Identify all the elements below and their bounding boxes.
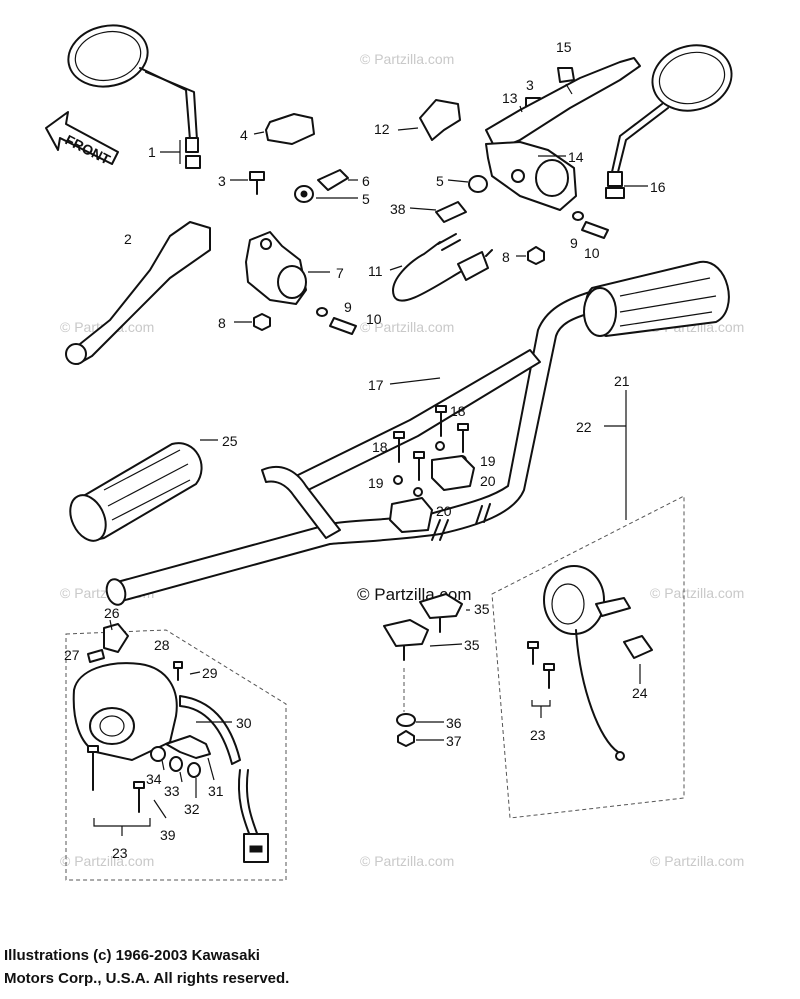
washer-part <box>572 211 584 221</box>
switch-wire <box>392 233 493 302</box>
right-switch-assembly <box>491 495 685 819</box>
callout-label: 24 <box>632 685 648 701</box>
callout-label: 31 <box>208 783 224 799</box>
callout-label: 32 <box>184 801 200 817</box>
right-mirror <box>605 44 733 199</box>
callout-label: 25 <box>222 433 238 449</box>
callout-label: 3 <box>526 77 534 93</box>
callout-label: 20 <box>480 473 496 489</box>
callout-label: 5 <box>362 191 370 207</box>
adjuster-part <box>294 169 349 203</box>
callout-label: 9 <box>570 235 578 251</box>
callout-label: 39 <box>160 827 176 843</box>
callout-label: 37 <box>446 733 462 749</box>
callout-label: 5 <box>436 173 444 189</box>
clutch-lever <box>69 221 211 365</box>
callout-label: 8 <box>502 249 510 265</box>
callout-label: 28 <box>154 637 170 653</box>
copyright-line-2: Motors Corp., U.S.A. All rights reserved… <box>4 970 290 987</box>
left-mirror <box>67 24 201 169</box>
callout-label: 13 <box>502 90 518 106</box>
nut-part <box>527 246 545 265</box>
bolt-part <box>329 317 357 335</box>
callout-label: 3 <box>218 173 226 189</box>
callout-label: 8 <box>218 315 226 331</box>
watermark-text: © Partzilla.com <box>360 319 454 335</box>
copyright-notice: Illustrations (c) 1966-2003 Kawasaki Mot… <box>4 944 524 990</box>
watermark-text: © Partzilla.com <box>360 853 454 869</box>
callout-label: 27 <box>64 647 80 663</box>
bracket-part <box>265 113 315 145</box>
lever-tip <box>65 343 87 365</box>
callout-label: 10 <box>584 245 600 261</box>
lever-holder-left <box>245 231 307 305</box>
callout-label: 23 <box>112 845 128 861</box>
nut-part <box>253 313 271 331</box>
handlebar-exploded-view: © Partzilla.com © Partzilla.com © Partzi… <box>45 24 744 881</box>
callout-label: 23 <box>530 727 546 743</box>
callout-label: 30 <box>236 715 252 731</box>
callout-labels: 1 2 3 3 4 5 5 6 7 8 8 9 9 10 10 11 12 13… <box>64 39 666 861</box>
callout-label: 2 <box>124 231 132 247</box>
callout-label: 12 <box>374 121 390 137</box>
callout-label: 14 <box>568 149 584 165</box>
callout-label: 16 <box>650 179 666 195</box>
callout-label: 18 <box>450 403 466 419</box>
callout-label: 26 <box>104 605 120 621</box>
callout-label: 17 <box>368 377 384 393</box>
right-grip <box>583 260 730 337</box>
left-switch-assembly <box>65 623 287 881</box>
callout-label: 4 <box>240 127 248 143</box>
lower-clamps <box>383 593 463 747</box>
watermark-text: © Partzilla.com <box>60 853 154 869</box>
callout-label: 19 <box>368 475 384 491</box>
handlebar-clamps <box>389 405 475 533</box>
bolt-part <box>249 171 265 195</box>
watermark-text: © Partzilla.com <box>650 853 744 869</box>
callout-label: 38 <box>390 201 406 217</box>
callout-label: 11 <box>368 263 383 279</box>
callout-label: 18 <box>372 439 388 455</box>
washer-part <box>316 307 328 317</box>
callout-label: 35 <box>464 637 480 653</box>
callout-label: 35 <box>474 601 490 617</box>
lever-holder-right <box>485 141 577 211</box>
callout-label: 29 <box>202 665 218 681</box>
watermark-text: © Partzilla.com <box>650 585 744 601</box>
adjuster-part <box>435 201 467 223</box>
callout-label: 10 <box>366 311 382 327</box>
handlebar <box>105 291 595 606</box>
callout-label: 9 <box>344 299 352 315</box>
switch-part <box>419 99 461 141</box>
front-arrow: FRONT <box>45 111 119 168</box>
callout-label: 36 <box>446 715 462 731</box>
callout-label: 22 <box>576 419 592 435</box>
cap-part <box>557 67 575 83</box>
callout-label: 34 <box>146 771 162 787</box>
callout-label: 33 <box>164 783 180 799</box>
callout-label: 7 <box>336 265 344 281</box>
left-grip <box>69 442 203 542</box>
callout-label: 19 <box>480 453 496 469</box>
copyright-line-1: Illustrations (c) 1966-2003 Kawasaki <box>4 947 260 964</box>
callout-label: 6 <box>362 173 370 189</box>
bolt-part <box>581 221 609 239</box>
leader-lines <box>109 83 648 819</box>
locknut-part <box>468 175 488 193</box>
watermark-text: © Partzilla.com <box>360 51 454 67</box>
callout-label: 20 <box>436 503 452 519</box>
callout-label: 21 <box>614 373 630 389</box>
callout-label: 15 <box>556 39 572 55</box>
callout-label: 1 <box>148 144 156 160</box>
